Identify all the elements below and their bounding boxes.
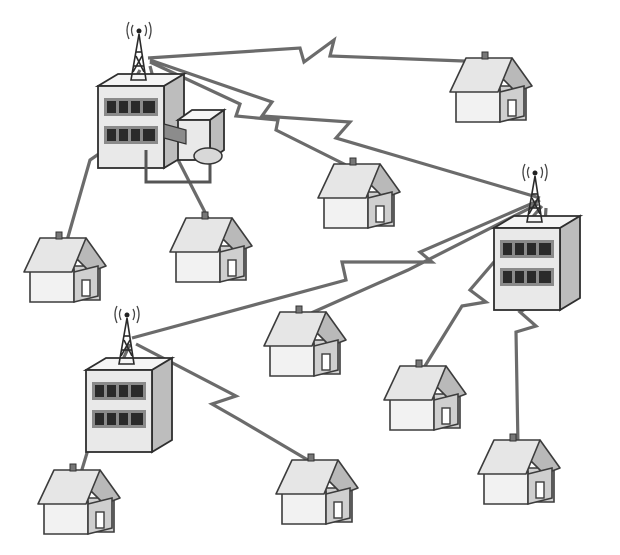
house-left: [23, 231, 107, 303]
link-station-to-house-center-top: [149, 60, 357, 172]
base-station-top-left: [97, 21, 185, 169]
base-station-bottom-left: [85, 305, 173, 453]
house-center-left: [169, 211, 253, 283]
house-bottom-left: [37, 463, 121, 535]
house-bottom-center: [275, 453, 359, 525]
dish-unit: [144, 108, 227, 184]
link-station-right-to-house-center: [299, 202, 539, 320]
house-center-top: [317, 157, 401, 229]
link-station-to-house-top-right: [147, 36, 491, 65]
house-bottom-right: [477, 433, 561, 505]
link-station-right-to-station-bottom-left: [131, 198, 541, 340]
house-center: [263, 305, 347, 377]
link-station-to-station-right: [149, 58, 541, 200]
base-station-right: [493, 163, 581, 311]
link-station-bottom-to-house-bottom-center: [135, 342, 319, 468]
house-right-mid: [383, 359, 467, 431]
